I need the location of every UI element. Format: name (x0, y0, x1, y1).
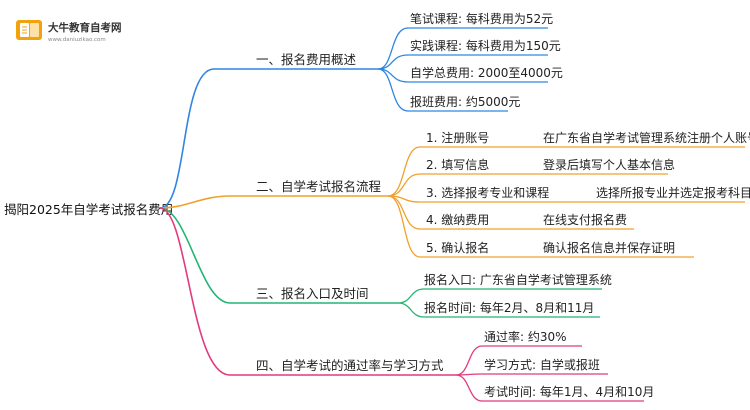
connector-b2-leaf-5 (387, 195, 694, 258)
connector-b1-leaf-1 (377, 27, 548, 70)
connector-b4-leaf-2 (455, 373, 608, 376)
connector-b3-leaf-1 (397, 288, 602, 304)
branch-1-label: 一、报名费用概述 (256, 52, 357, 67)
root-topic: 揭阳2025年自学考试报名费用 (4, 202, 173, 217)
b2-step-3: 3. 选择报考专业和课程 (426, 185, 549, 200)
connector-b2-leaf-3 (387, 195, 745, 203)
b2-step-1: 1. 注册账号 (426, 130, 489, 145)
b2-step-4: 4. 缴纳费用 (426, 212, 489, 227)
connector-b1-leaf-2 (377, 54, 548, 70)
branch-3-label: 三、报名入口及时间 (256, 286, 369, 301)
logo-url: www.daniuzikao.com (48, 37, 106, 43)
b2-step-2: 2. 填写信息 (426, 157, 489, 172)
branch-2-label: 二、自学考试报名流程 (256, 179, 382, 194)
connector-root-branch-3 (159, 207, 398, 304)
connector-b2-leaf-2 (387, 173, 668, 197)
b4-leaf-2: 学习方式: 自学或报班 (484, 357, 600, 372)
b2-step-5: 5. 确认报名 (426, 240, 489, 255)
book-icon (16, 20, 42, 40)
b4-leaf-1: 通过率: 约30% (484, 329, 567, 344)
b1-leaf-1: 笔试课程: 每科费用为52元 (410, 11, 553, 26)
b2-step-1-detail: 在广东省自学考试管理系统注册个人账号 (543, 130, 750, 145)
b3-leaf-2: 报名时间: 每年2月、8月和11月 (424, 300, 594, 315)
b2-step-5-detail: 确认报名信息并保存证明 (543, 240, 675, 255)
b2-step-4-detail: 在线支付报名费 (543, 212, 627, 227)
connector-b2-leaf-1 (387, 146, 745, 197)
b1-leaf-4: 报班费用: 约5000元 (410, 94, 520, 109)
b4-leaf-3: 考试时间: 每年1月、4月和10月 (484, 384, 654, 399)
site-logo: 大牛教育自考网 www.daniuzikao.com (16, 20, 122, 43)
connector-root-branch-1 (159, 68, 378, 209)
connector-b2-leaf-4 (387, 195, 634, 230)
connector-root-branch-4 (159, 207, 456, 376)
connector-b3-leaf-2 (397, 302, 600, 318)
logo-name: 大牛教育自考网 (48, 21, 122, 34)
connector-b4-leaf-3 (455, 374, 644, 402)
connector-b1-leaf-3 (377, 68, 548, 83)
b2-step-3-detail: 选择所报专业并选定报考科目 (596, 185, 750, 200)
connector-b4-leaf-1 (455, 345, 582, 376)
b3-leaf-1: 报名入口: 广东省自学考试管理系统 (424, 272, 612, 287)
branch-4-label: 四、自学考试的通过率与学习方式 (256, 358, 444, 373)
connector-root-branch-2 (159, 195, 388, 209)
b1-leaf-3: 自学总费用: 2000至4000元 (410, 65, 563, 80)
b2-step-2-detail: 登录后填写个人基本信息 (543, 157, 675, 172)
connector-b1-leaf-4 (377, 68, 508, 112)
b1-leaf-2: 实践课程: 每科费用为150元 (410, 38, 561, 53)
